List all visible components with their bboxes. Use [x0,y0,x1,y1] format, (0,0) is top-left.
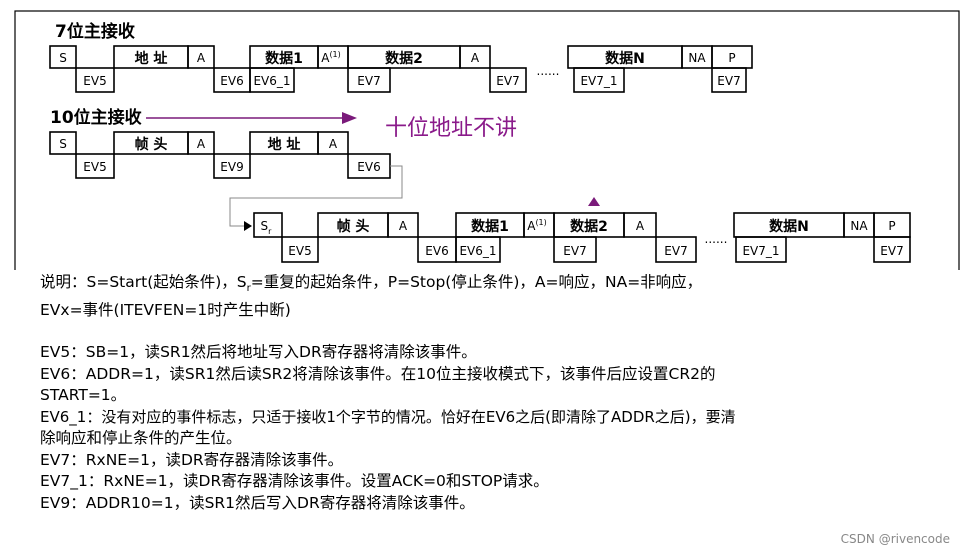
row7-a-sup: A(1) [321,50,341,65]
annotation-arrow-head [342,112,357,124]
watermark: CSDN @rivencode [840,532,950,546]
row10b-ev5: EV5 [288,244,311,258]
row10b-dataN: 数据N [769,218,809,235]
row10b-sr: Sr [261,219,273,236]
row10b-ellipsis: ...... [705,232,728,246]
title-10bit: 10位主接收 [50,107,142,128]
row7-ev5: EV5 [83,74,106,88]
row7-a1: A [197,51,206,65]
row7-s: S [59,51,67,65]
desc-ev6-b: START=1。 [40,386,127,405]
row10b-head: 帧 头 [337,218,370,235]
desc-ev7-1: EV7_1：RxNE=1，读DR寄存器清除该事件。设置ACK=0和STOP请求。 [40,472,549,491]
row10a-addr: 地 址 [268,136,301,153]
annotation-text: 十位地址不讲 [385,116,517,141]
row10b-ev7-c: EV7 [880,244,903,258]
row10b-bottom [281,236,911,263]
row7-ev7-1: EV7_1 [580,74,617,88]
desc-legend-1b: =重复的起始条件，P=Stop(停止条件)，A=响应，NA=非响应， [250,273,703,291]
row10a-ev5: EV5 [83,160,106,174]
desc-ev5: EV5：SB=1，读SR1然后将地址写入DR寄存器将清除该事件。 [40,343,477,362]
row10b-na: NA [850,219,868,233]
row10b-data2: 数据2 [570,218,608,235]
desc-legend-1: 说明：S=Start(起始条件)，Sr=重复的起始条件，P=Stop(停止条件)… [40,272,955,300]
desc-legend-2: EVx=事件(ITEVFEN=1时产生中断) [40,300,291,319]
desc-ev6-1-a: EV6_1：没有对应的事件标志，只适于接收1个字节的情况。恰好在EV6之后(即清… [40,407,736,426]
repeat-start-connector [229,165,403,227]
row7-ev6: EV6 [220,74,243,88]
title-7bit: 7位主接收 [55,21,135,42]
row7-dataN: 数据N [605,50,645,67]
row10b-ev7-b: EV7 [664,244,687,258]
row7-p: P [728,51,735,65]
i2c-master-receive-diagram: 7位主接收 S 地 址 A 数据1 A(1) 数据2 A 数据N NA P EV… [14,10,960,270]
description-block: 说明：S=Start(起始条件)，Sr=重复的起始条件，P=Stop(停止条件)… [40,272,955,514]
desc-ev9: EV9：ADDR10=1，读SR1然后写入DR寄存器将清除该事件。 [40,493,475,512]
row7-ev7-b: EV7 [496,74,519,88]
row7-a2: A [471,51,480,65]
desc-legend-1a: 说明：S=Start(起始条件)，S [40,273,247,291]
row10a-a1: A [197,137,206,151]
row7-bottom [75,67,747,93]
row10a-head: 帧 头 [135,136,168,153]
row10b-p: P [888,219,895,233]
row10b-ev6-1: EV6_1 [459,244,496,258]
pointer-triangle [588,197,600,206]
row10b-a-sup: A(1) [527,218,547,233]
desc-ev6-1-b: 除响应和停止条件的产生位。 [40,429,242,448]
row7-ev6-1: EV6_1 [253,74,290,88]
outer-frame [14,10,960,270]
row10b-ev7-1: EV7_1 [742,244,779,258]
row10a-bottom [75,153,391,179]
row7-labels: S 地 址 A 数据1 A(1) 数据2 A 数据N NA P EV5 EV6 … [59,50,741,88]
row10a-s: S [59,137,67,151]
row10b-data1: 数据1 [471,218,509,235]
row10b-top [253,212,911,238]
row10b-a1: A [399,219,408,233]
row10b-a2: A [636,219,645,233]
row10b-ev7-a: EV7 [563,244,586,258]
row10a-ev6: EV6 [357,160,380,174]
desc-legend-sub: r [246,283,251,295]
row7-ev7-a: EV7 [357,74,380,88]
desc-ev6-a: EV6：ADDR=1，读SR1然后读SR2将清除该事件。在10位主接收模式下，该… [40,364,716,383]
row10b-ev6: EV6 [425,244,448,258]
row10b-labels: Sr 帧 头 A 数据1 A(1) 数据2 A 数据N NA P EV5 EV6… [261,218,904,258]
row7-addr: 地 址 [135,50,168,67]
desc-ev7: EV7：RxNE=1，读DR寄存器清除该事件。 [40,450,344,469]
row10a-ev9: EV9 [220,160,243,174]
row7-ellipsis: ...... [537,64,560,78]
row10a-top [49,131,349,155]
row7-na: NA [688,51,706,65]
row7-data2: 数据2 [385,50,423,67]
row10a-a2: A [329,137,338,151]
row10a-labels: S 帧 头 A 地 址 A EV5 EV9 EV6 [59,136,381,174]
row7-ev7-c: EV7 [717,74,740,88]
connector-arrow-head [244,221,252,231]
row7-data1: 数据1 [265,50,303,67]
